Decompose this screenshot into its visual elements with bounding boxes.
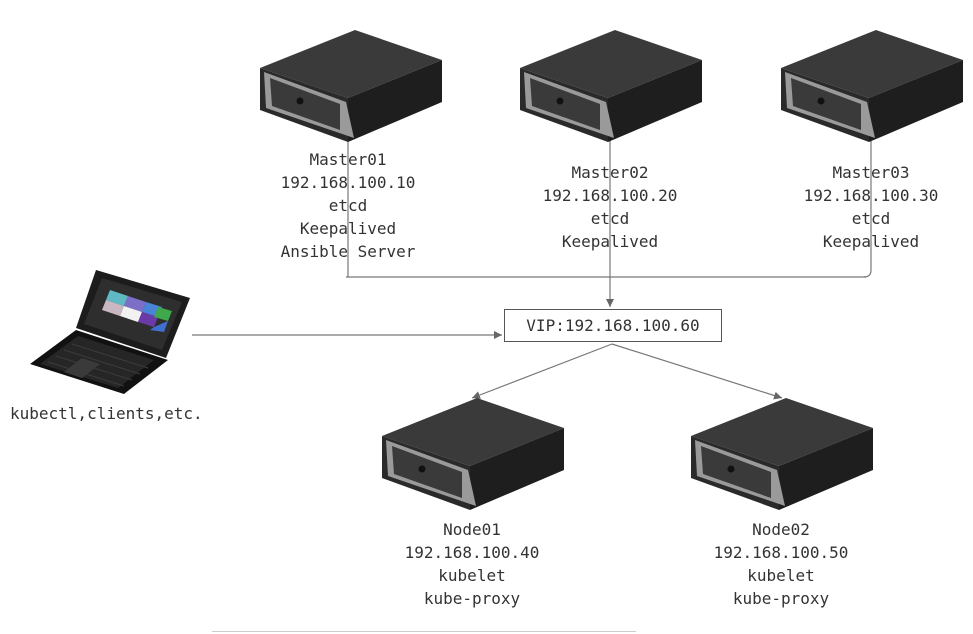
vip-box: VIP:192.168.100.60 (504, 309, 722, 342)
laptop-icon (30, 270, 190, 394)
master03-role-etcd: etcd (851, 209, 891, 228)
master03-corner-curve (863, 269, 872, 278)
node01-role-kube-proxy: kube-proxy (423, 589, 521, 608)
master02-name: Master02 (571, 163, 649, 182)
master03-server-icon (781, 30, 963, 142)
master03-label: Master03 192.168.100.30 etcd Keepalived (771, 161, 971, 253)
node01-role-kubelet: kubelet (438, 566, 506, 585)
bottom-divider (212, 631, 636, 632)
master03-name: Master03 (832, 163, 910, 182)
master02-server-icon (520, 30, 702, 142)
node02-ip: 192.168.100.50 (713, 543, 849, 562)
master02-role-keepalived: Keepalived (561, 232, 659, 251)
master02-ip: 192.168.100.20 (542, 186, 678, 205)
master01-role-keepalived: Keepalived (299, 219, 397, 238)
master01-label: Master01 192.168.100.10 etcd Keepalived … (248, 148, 448, 263)
master02-label: Master02 192.168.100.20 etcd Keepalived (510, 161, 710, 253)
master02-role-etcd: etcd (590, 209, 630, 228)
node01-server-icon (382, 398, 564, 510)
master01-role-ansible: Ansible Server (280, 242, 416, 261)
vip-to-node01-arrow (471, 343, 613, 399)
master03-ip: 192.168.100.30 (803, 186, 939, 205)
master03-role-keepalived: Keepalived (822, 232, 920, 251)
node02-server-icon (691, 398, 873, 510)
node01-label: Node01 192.168.100.40 kubelet kube-proxy (372, 518, 572, 610)
master01-role-etcd: etcd (328, 196, 368, 215)
node02-name: Node02 (752, 520, 810, 539)
node01-name: Node01 (443, 520, 501, 539)
vip-to-node02-arrow (611, 343, 783, 400)
node02-label: Node02 192.168.100.50 kubelet kube-proxy (681, 518, 881, 610)
master01-server-icon (260, 30, 442, 142)
client-label: kubectl,clients,etc. (10, 404, 203, 423)
master01-ip: 192.168.100.10 (280, 173, 416, 192)
node02-role-kube-proxy: kube-proxy (732, 589, 830, 608)
node02-role-kubelet: kubelet (747, 566, 815, 585)
node01-ip: 192.168.100.40 (404, 543, 540, 562)
master01-name: Master01 (309, 150, 387, 169)
